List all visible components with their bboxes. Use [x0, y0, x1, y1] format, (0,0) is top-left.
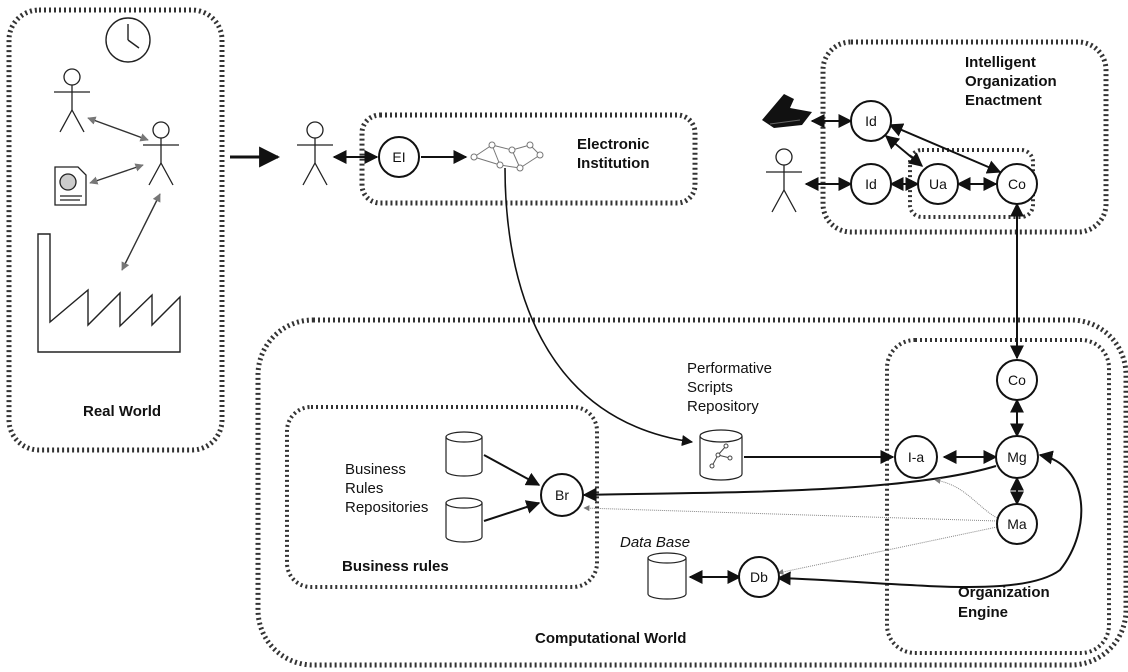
svg-text:Ma: Ma [1007, 516, 1027, 532]
node-co-top: Co [996, 163, 1038, 205]
node-ua: Ua [917, 163, 959, 205]
real-world-label: Real World [83, 403, 161, 420]
svg-text:Id: Id [865, 113, 877, 129]
real-world-links [87, 116, 161, 271]
node-co-engine: Co [996, 359, 1038, 401]
node-id-bottom: Id [850, 163, 892, 205]
business-rules-label: Business rules [342, 558, 449, 575]
node-id-top: Id [850, 100, 892, 142]
node-ei: EI [378, 136, 420, 178]
svg-text:Db: Db [750, 569, 768, 585]
computational-links [483, 398, 1083, 588]
database-icon [699, 429, 743, 481]
business-rules-region [285, 405, 599, 589]
computational-world-label: Computational World [535, 630, 686, 647]
intelligent-org-region [820, 39, 1109, 235]
svg-text:Id: Id [865, 176, 877, 192]
document-icon [54, 166, 87, 206]
ei-to-scripts-link [504, 167, 694, 447]
node-br: Br [540, 473, 584, 517]
svg-text:I-a: I-a [908, 449, 925, 465]
person-icon [297, 121, 333, 186]
svg-text:Co: Co [1008, 176, 1026, 192]
svg-text:Ua: Ua [929, 176, 947, 192]
clock-icon [105, 17, 151, 63]
real-world-region [6, 7, 225, 453]
svg-text:EI: EI [392, 149, 405, 165]
svg-text:Co: Co [1008, 372, 1026, 388]
node-mg: Mg [995, 435, 1039, 479]
computational-world-region [255, 317, 1128, 668]
org-enactment-links [804, 114, 1024, 360]
network-icon [470, 141, 544, 172]
node-db: Db [738, 556, 780, 598]
node-ia: I-a [894, 435, 938, 479]
data-base-label: Data Base [620, 534, 690, 551]
svg-text:Br: Br [555, 487, 569, 503]
svg-text:Mg: Mg [1007, 449, 1026, 465]
database-icon [445, 431, 483, 477]
factory-icon [37, 233, 181, 353]
phone-icon [762, 94, 812, 128]
monitoring-links [583, 477, 998, 575]
database-icon [647, 552, 687, 600]
node-ma: Ma [996, 503, 1038, 545]
person-icon [54, 68, 90, 133]
person-icon [143, 121, 179, 186]
person-icon [766, 148, 802, 213]
database-icon [445, 497, 483, 543]
